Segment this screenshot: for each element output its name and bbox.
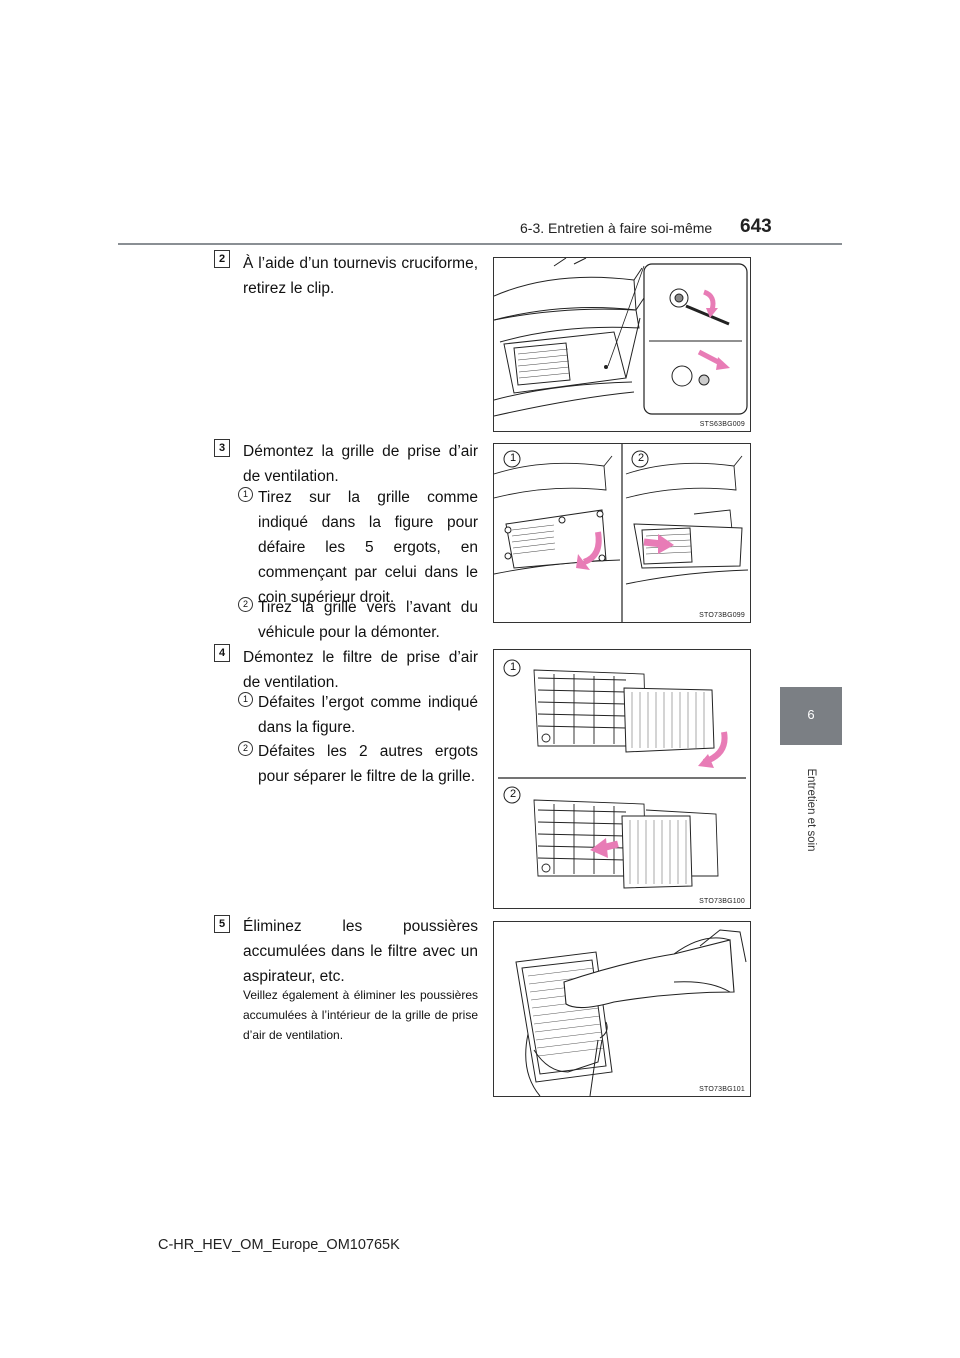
header-divider: [118, 243, 842, 245]
document-id: C-HR_HEV_OM_Europe_OM10765K: [158, 1237, 400, 1253]
step-4-text: Démontez le filtre de prise d’air de ven…: [243, 649, 478, 691]
figure-code: STS63BG009: [699, 421, 745, 428]
figure-label-2: 2: [509, 788, 517, 800]
step-5-text: Éliminez les poussières accumulées dans …: [243, 918, 478, 985]
substep-3-1-marker: 1: [238, 487, 253, 502]
figure-step-3-drawing: [494, 444, 749, 622]
figure-code: STO73BG099: [699, 612, 745, 619]
step-badge-4: 4: [214, 644, 230, 662]
figure-step-4-drawing: [498, 659, 746, 889]
figure-step-5-drawing: [515, 929, 747, 1096]
page-number: 643: [740, 216, 772, 237]
chapter-tab: 6: [780, 687, 842, 745]
figure-step-2-drawing: [494, 258, 748, 417]
chapter-number: 6: [807, 707, 815, 722]
figure-step-4: 1 2 STO73BG100: [493, 649, 751, 909]
substep-4-1-marker: 1: [238, 692, 253, 707]
substep-3-1-text: Tirez sur la grille comme indiqué dans l…: [258, 489, 478, 606]
substep-3-2-marker: 2: [238, 597, 253, 612]
step-badge-2: 2: [214, 250, 230, 268]
substep-4-2-text: Défaites les 2 autres ergots pour sépare…: [258, 743, 478, 785]
step-5-note: Veillez également à éliminer les poussiè…: [243, 988, 478, 1042]
chapter-label: Entretien et soin: [805, 767, 817, 852]
substep-4-1-text: Défaites l’ergot comme indiqué dans la f…: [258, 694, 478, 736]
section-title: 6-3. Entretien à faire soi-même: [520, 220, 713, 236]
figure-step-5: STO73BG101: [493, 921, 751, 1097]
figure-label-2: 2: [637, 452, 645, 464]
figure-code: STO73BG100: [699, 898, 745, 905]
figure-code: STO73BG101: [699, 1086, 745, 1093]
figure-step-2: STS63BG009: [493, 257, 751, 432]
substep-4-2-marker: 2: [238, 741, 253, 756]
step-3-text: Démontez la grille de prise d’air de ven…: [243, 443, 478, 485]
step-badge-3: 3: [214, 439, 230, 457]
figure-label-1: 1: [509, 452, 517, 464]
step-2-text: À l’aide d’un tournevis cruciforme, reti…: [243, 255, 478, 297]
figure-label-1: 1: [509, 661, 517, 673]
substep-3-2-text: Tirez la grille vers l’avant du véhicule…: [258, 599, 478, 641]
figure-step-3: 1 2 STO73BG099: [493, 443, 751, 623]
step-badge-5: 5: [214, 915, 230, 933]
chapter-label-box: Entretien et soin: [780, 747, 842, 872]
